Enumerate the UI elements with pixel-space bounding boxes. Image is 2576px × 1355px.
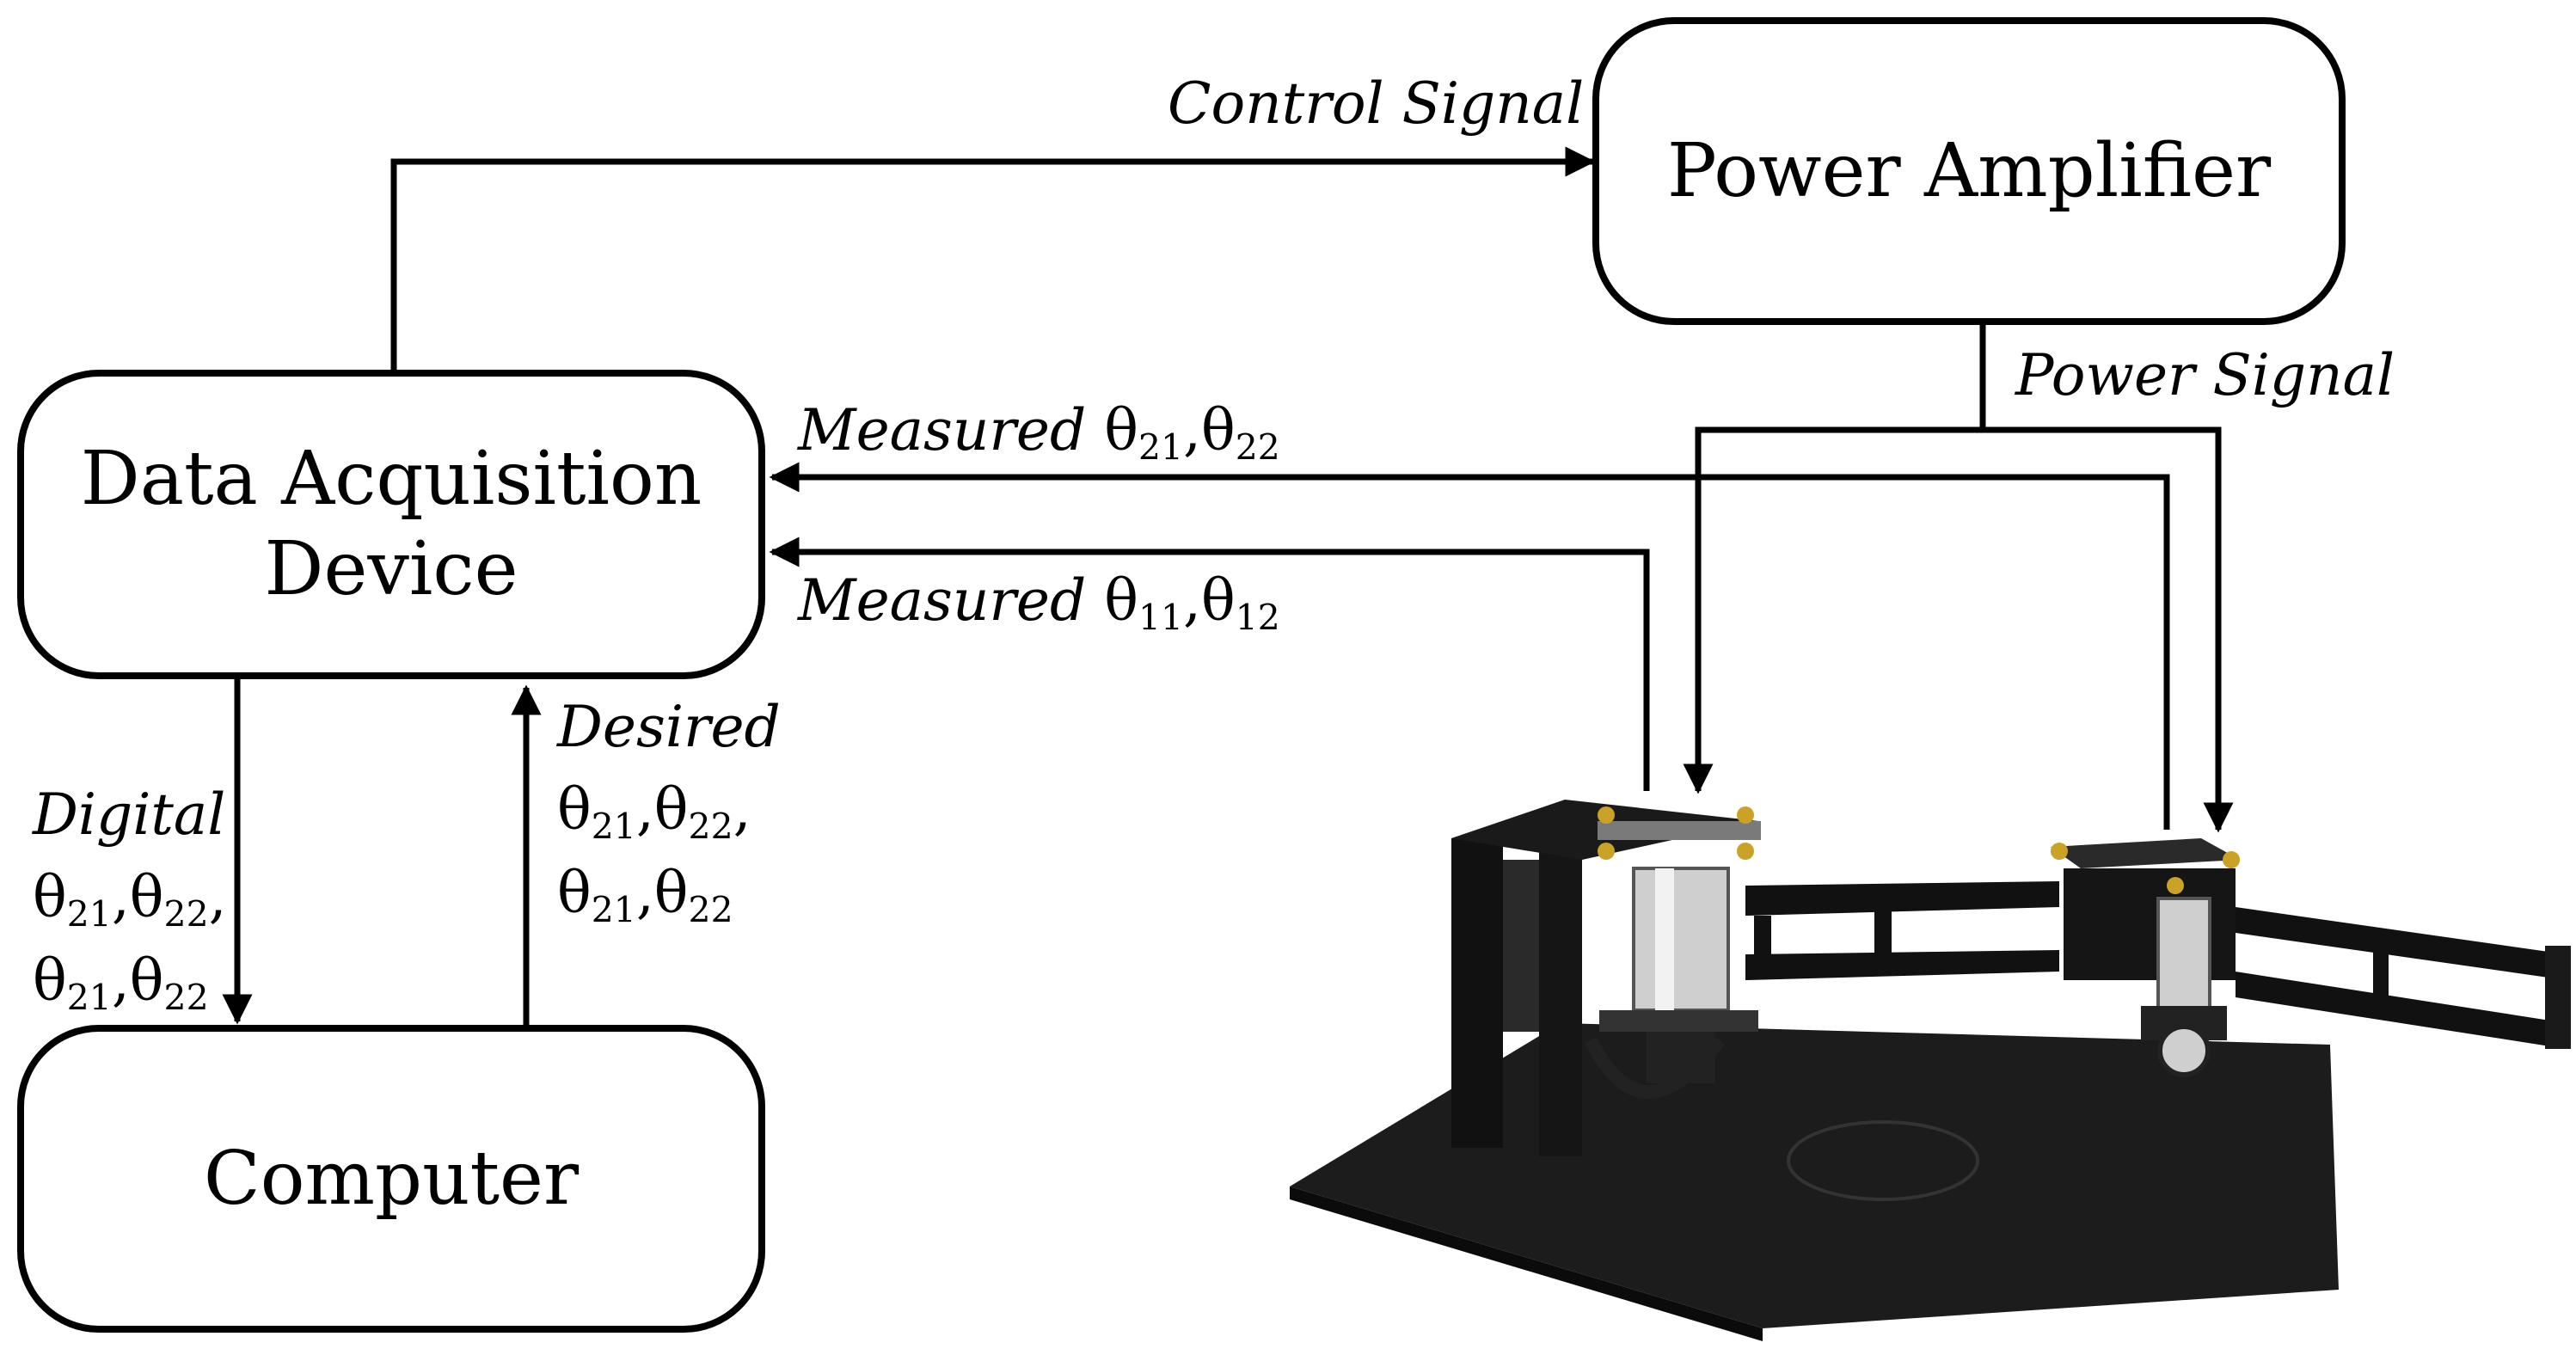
robot-apparatus-image	[1290, 800, 2571, 1341]
tower-frame	[1451, 838, 1503, 1148]
daq-label-line2: Device	[264, 526, 518, 612]
measured-11-12-label: Measured θ11,θ12	[798, 567, 1280, 639]
desired-line1: θ21,θ22,	[557, 776, 751, 848]
measured-21-22-label: Measured θ21,θ22	[798, 397, 1280, 469]
linkage-arms	[1745, 881, 2571, 1049]
power-amplifier-label: Power Amplifier	[1666, 127, 2272, 214]
desired-line2: θ21,θ22	[557, 860, 733, 931]
power-signal-arrow-right	[1983, 426, 2234, 833]
computer-label: Computer	[203, 1135, 580, 1222]
desired-label: Desired θ21,θ22, θ21,θ22	[557, 686, 781, 936]
power-amplifier-box: Power Amplifier	[1592, 17, 2346, 325]
daq-label-line1: Data Acquisition	[80, 436, 702, 523]
control-signal-arrow	[390, 146, 1596, 370]
data-acquisition-device-box: Data Acquisition Device	[17, 370, 765, 679]
digital-line1: θ21,θ22,	[33, 863, 227, 935]
measured-11-12-arrow	[769, 536, 1650, 791]
power-signal-arrow-left	[1683, 426, 1983, 794]
right-motor	[2051, 838, 2240, 1077]
power-signal-label: Power Signal	[2015, 342, 2395, 408]
left-motor	[1584, 806, 1761, 1099]
digital-label: Digital θ21,θ22, θ21,θ22	[33, 774, 227, 1024]
computer-box: Computer	[17, 1025, 765, 1333]
control-signal-label: Control Signal	[1168, 71, 1585, 137]
measured-21-22-arrow	[769, 462, 2170, 830]
digital-line2: θ21,θ22	[33, 947, 209, 1019]
